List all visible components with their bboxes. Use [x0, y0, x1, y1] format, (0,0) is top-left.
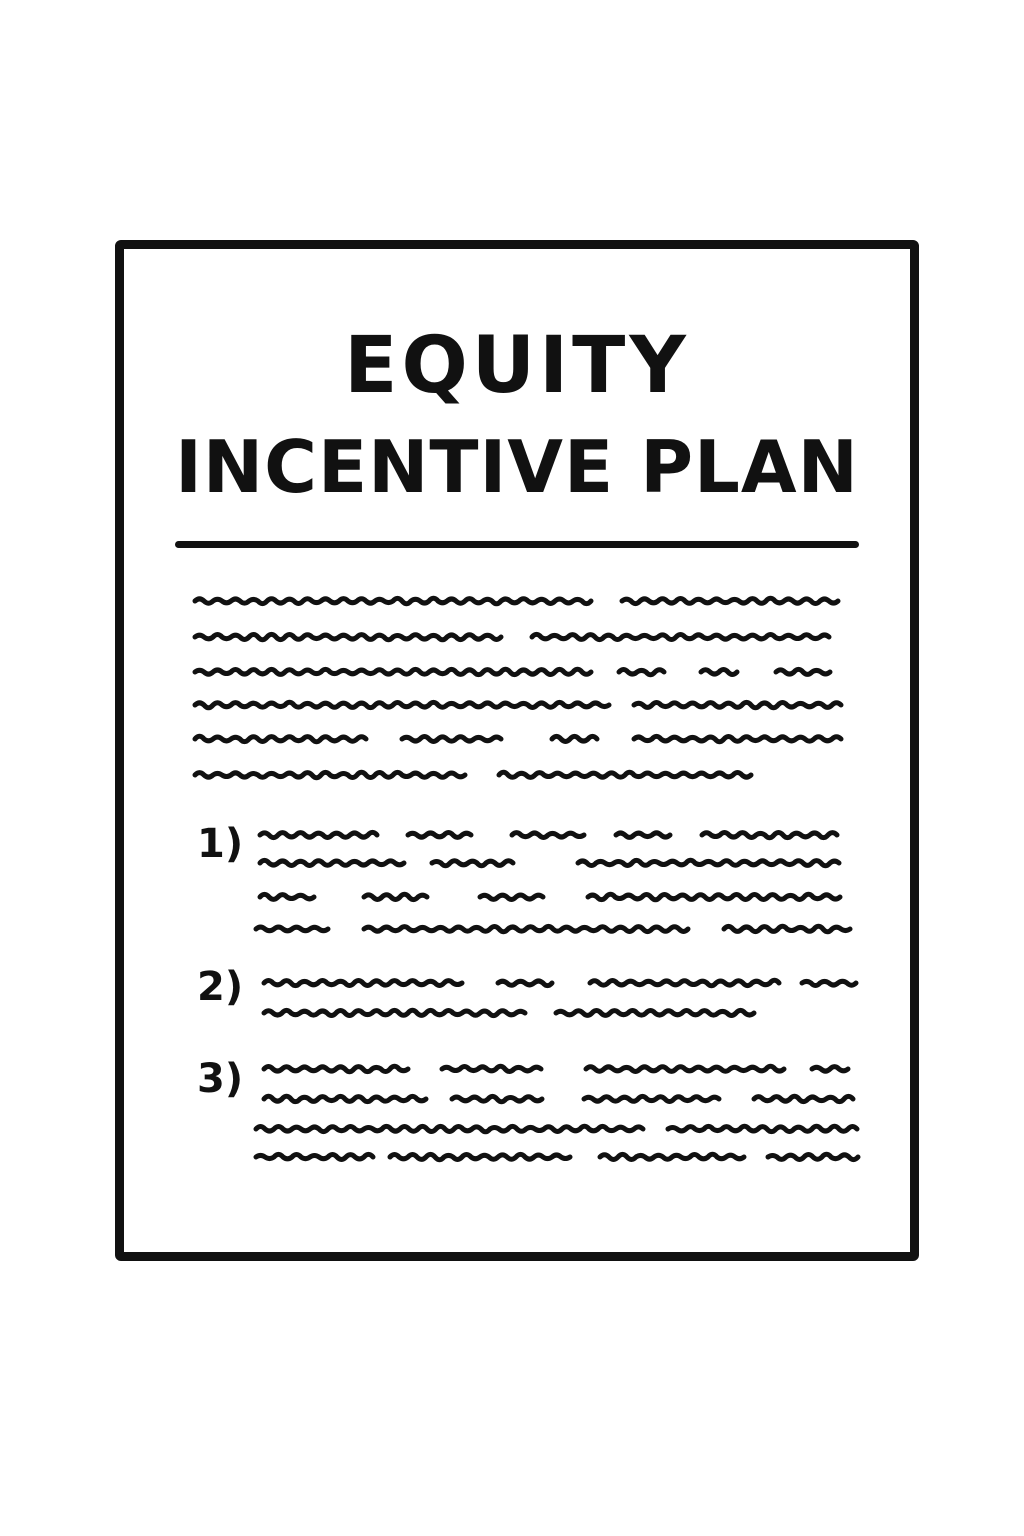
scribble-line-6-2: [496, 769, 754, 780]
scribble-line-11-1: [261, 978, 465, 989]
scribble-line-15-1: [253, 1123, 646, 1135]
list-item-number-3: 3): [197, 1056, 244, 1102]
scribble-line-5-3: [549, 733, 600, 744]
list-item-number-1: 1): [197, 821, 244, 867]
scribble-line-2-1: [192, 631, 504, 643]
scribble-line-8-3: [575, 857, 842, 869]
scribble-line-3-3: [698, 667, 740, 677]
scribble-line-13-1: [261, 1063, 411, 1075]
scribble-line-7-4: [613, 830, 673, 840]
scribble-line-1-1: [192, 595, 594, 607]
scribble-line-6-1: [192, 769, 468, 781]
scribble-line-14-3: [581, 1093, 722, 1105]
scribble-line-9-1: [257, 891, 317, 902]
scribble-line-14-1: [261, 1093, 429, 1105]
placeholder-text-scribbles: [192, 595, 861, 1163]
title-divider: [175, 541, 859, 548]
scribble-line-16-4: [765, 1151, 861, 1163]
document-title-line-1: EQUITY: [344, 321, 690, 411]
scribble-line-4-2: [631, 699, 844, 711]
scribble-line-11-3: [587, 977, 782, 989]
scribble-line-11-2: [495, 978, 555, 989]
scribble-line-14-2: [449, 1093, 545, 1105]
scribble-line-8-2: [429, 858, 516, 869]
scribble-line-13-2: [439, 1063, 544, 1074]
scribble-line-7-2: [405, 830, 474, 840]
scribble-line-9-2: [361, 891, 430, 903]
scribble-line-16-1: [253, 1151, 376, 1162]
scribble-line-5-2: [399, 733, 504, 744]
document-title-line-2: INCENTIVE PLAN: [175, 425, 859, 509]
scribble-line-13-3: [583, 1063, 787, 1074]
scribble-line-16-3: [597, 1151, 747, 1162]
scribble-line-3-2: [616, 666, 667, 678]
scribble-line-7-3: [509, 830, 587, 840]
scribble-line-5-1: [192, 733, 369, 745]
scribble-line-10-1: [253, 924, 331, 934]
scribble-line-15-2: [665, 1123, 860, 1135]
list-item-number-2: 2): [197, 964, 244, 1010]
scribble-line-11-4: [799, 978, 859, 989]
scribble-line-9-3: [477, 892, 546, 902]
scribble-line-2-2: [529, 631, 832, 643]
scribble-line-10-2: [361, 923, 691, 935]
scribble-line-16-2: [387, 1151, 573, 1163]
scribble-line-9-4: [585, 891, 843, 903]
scribble-line-14-4: [751, 1093, 856, 1105]
scribble-line-13-4: [809, 1064, 851, 1074]
scribble-line-10-3: [721, 923, 853, 935]
scribble-line-5-4: [631, 733, 844, 745]
scribble-line-7-5: [699, 830, 840, 841]
scribble-line-4-1: [192, 699, 612, 711]
scribble-line-12-2: [553, 1007, 757, 1018]
document-page: EQUITY INCENTIVE PLAN 1) 2) 3): [115, 240, 919, 1261]
scribble-line-1-2: [619, 595, 841, 607]
scribble-line-3-4: [773, 666, 833, 677]
scribble-line-8-1: [257, 857, 407, 868]
scribble-line-12-1: [261, 1007, 528, 1019]
scribble-line-3-1: [192, 666, 594, 678]
scribble-line-7-1: [257, 829, 380, 841]
